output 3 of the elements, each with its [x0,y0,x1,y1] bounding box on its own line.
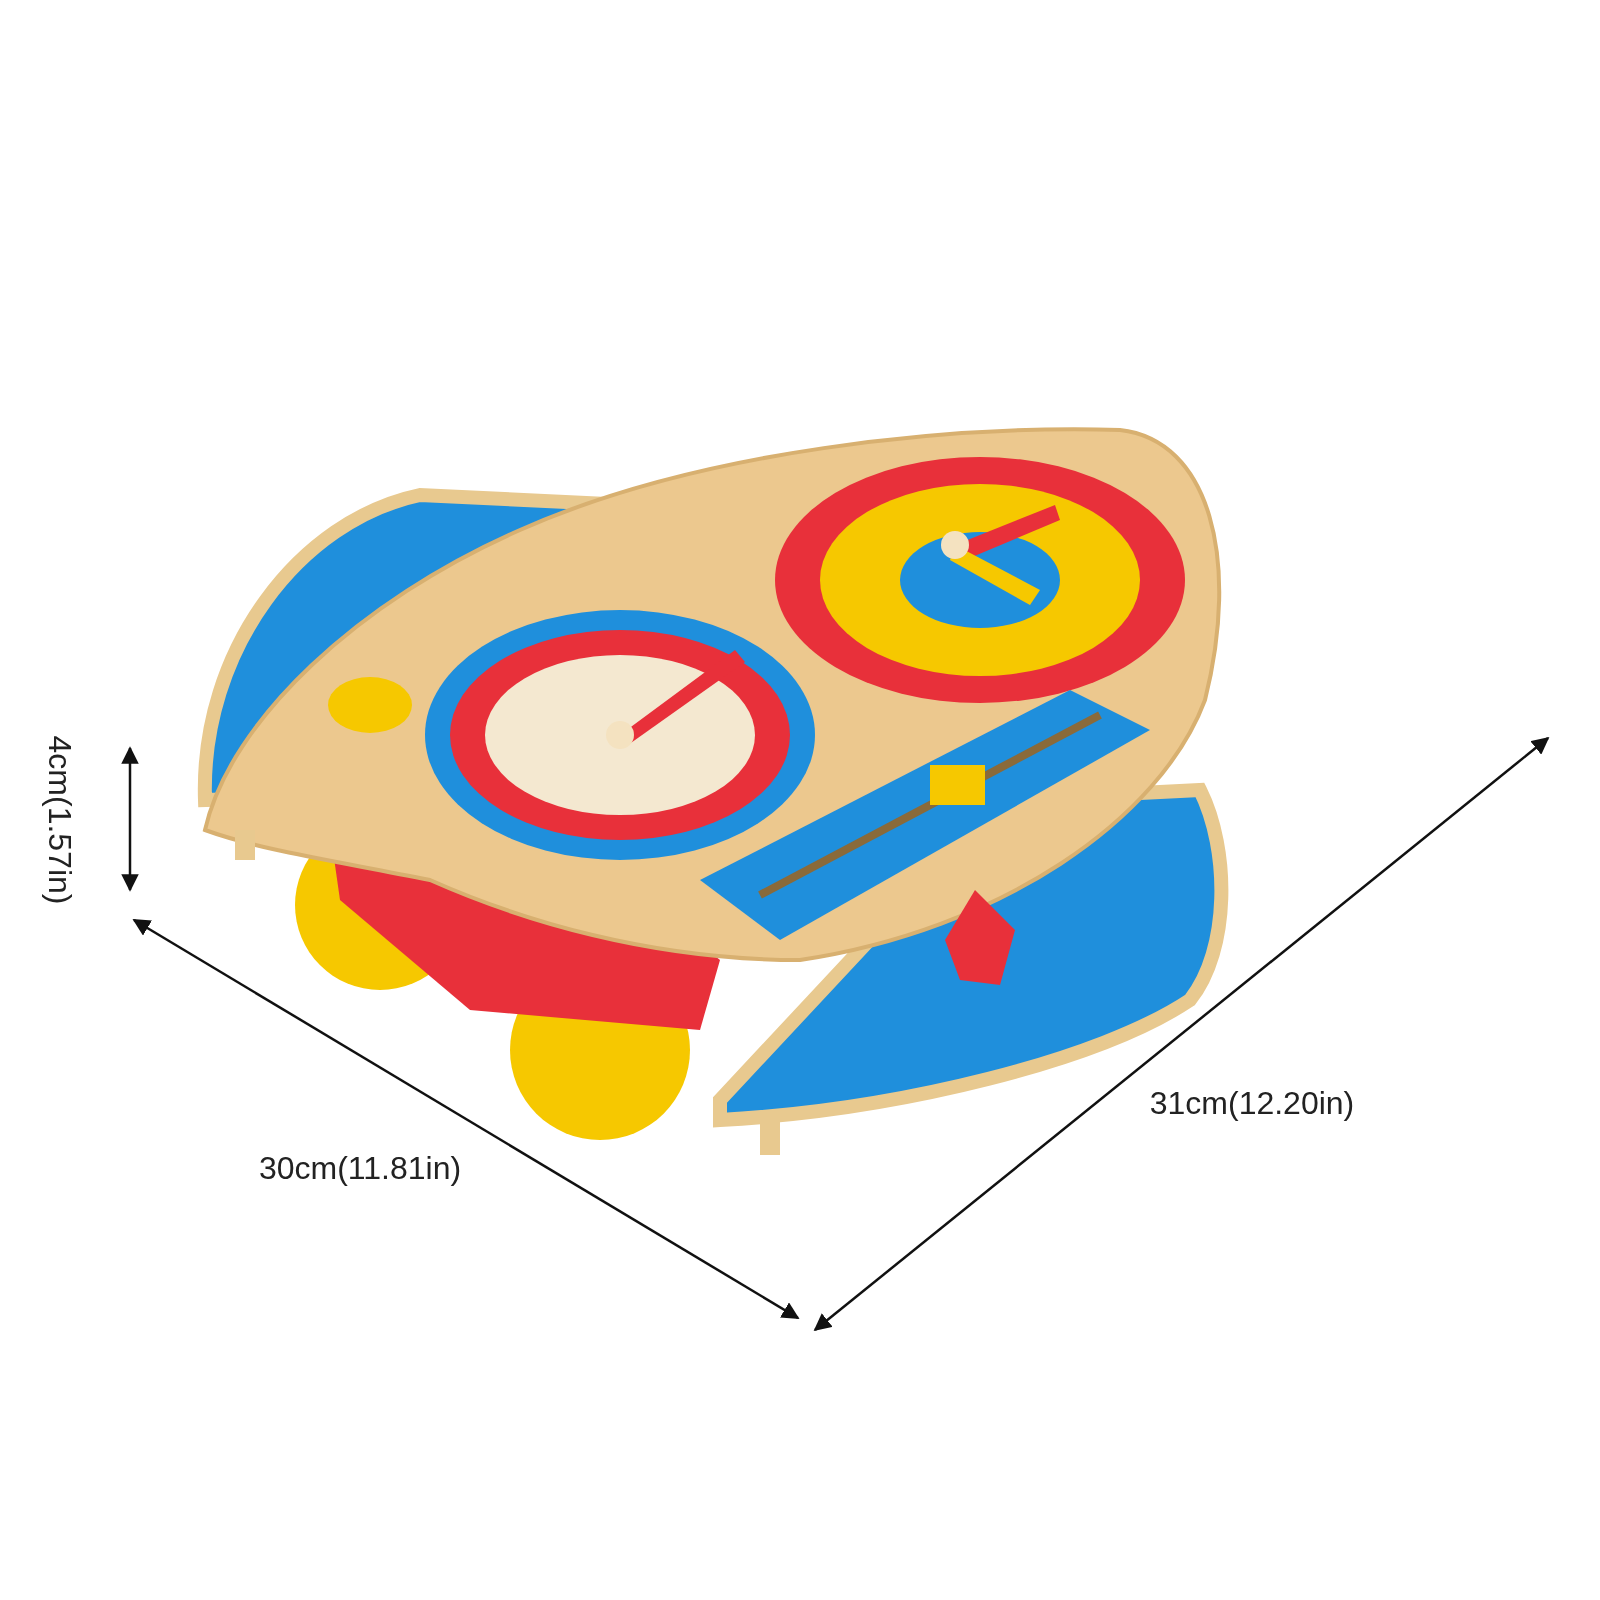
dimension-label: 31cm(12.20in) [1149,1087,1355,1119]
dimension-label: 4cm(1.57in) [44,735,76,905]
dimension-label: 30cm(11.81in) [258,1152,462,1184]
